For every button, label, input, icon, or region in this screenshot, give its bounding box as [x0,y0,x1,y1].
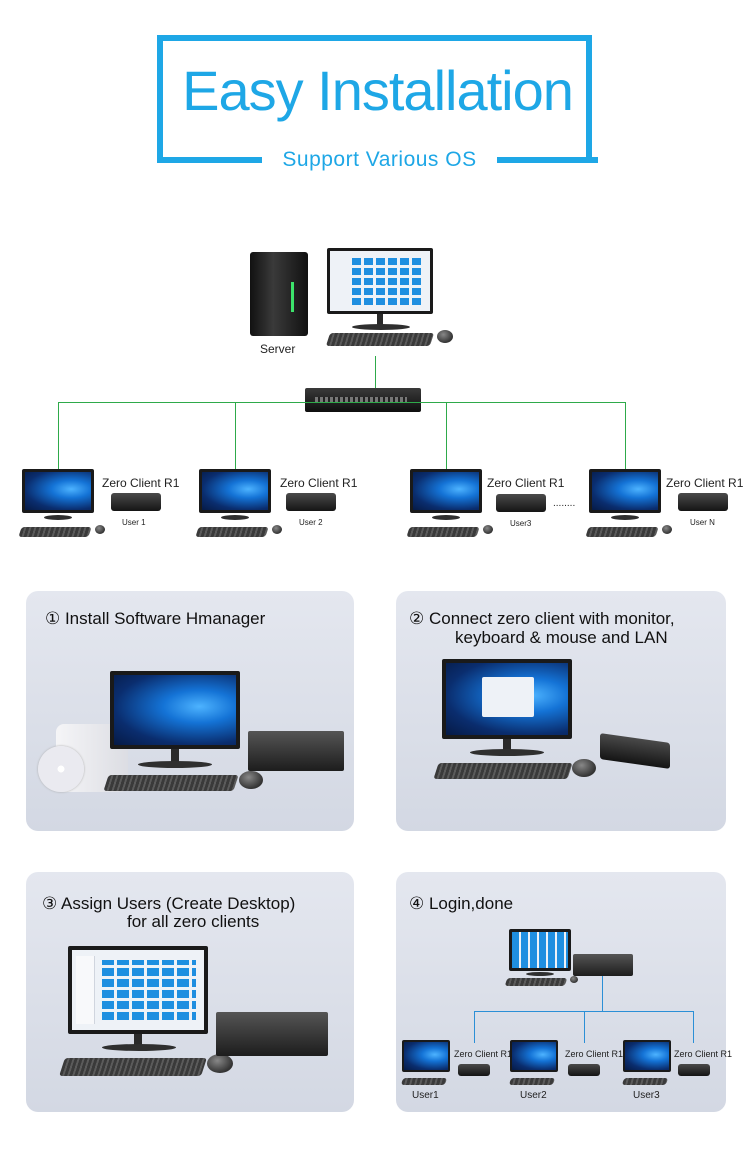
keyboard-icon [504,978,568,986]
zero-client-label: Zero Client R1 [674,1049,733,1059]
keyboard-icon [406,527,480,537]
mouse-icon [239,771,263,789]
keyboard-icon [400,1078,448,1085]
zero-client-device-icon [678,1064,710,1076]
client-monitor-icon [22,469,94,513]
title-frame-bottom-left [157,157,262,163]
disc-icon [38,746,84,792]
zero-client-label: Zero Client R1 [454,1049,513,1059]
zero-client-device-icon [496,494,546,512]
title-frame [157,35,592,157]
zero-client-label: Zero Client R1 [666,476,744,490]
mouse-icon [272,525,282,534]
client-monitor-icon [402,1040,450,1072]
network-bus-line [58,402,625,403]
server-tower-icon [250,252,308,336]
step-1-title: ① Install Software Hmanager [45,609,266,628]
keyboard-icon [103,775,239,791]
zero-client-device-icon [111,493,161,511]
keyboard-icon [433,763,573,779]
step-2-title-line2: keyboard & mouse and LAN [455,628,668,647]
ellipsis: ........ [553,498,576,509]
zero-client-label: Zero Client R1 [565,1049,624,1059]
admin-monitor-icon [509,929,571,971]
page-title: Easy Installation [182,59,574,122]
step-1-panel: ① Install Software Hmanager [26,591,354,831]
mouse-icon [572,759,596,777]
admin-monitor-icon [327,248,433,314]
mouse-icon [95,525,105,534]
step-4-panel: ④ Login,done Zero Client R1 User1 Zero C… [396,872,732,1112]
zero-client-device-icon [458,1064,490,1076]
title-frame-bottom-right [497,157,598,163]
step-2-panel: ② Connect zero client with monitor, keyb… [396,591,726,831]
user-label: User3 [633,1090,660,1101]
rack-server-icon [216,1012,328,1056]
monitor-icon [442,659,572,739]
client-monitor-icon [589,469,661,513]
user-label: User3 [510,519,532,528]
user-label: User2 [520,1090,547,1101]
zero-client-device-icon [600,733,670,769]
client-monitor-icon [410,469,482,513]
monitor-icon [68,946,208,1034]
user-label: User 1 [122,518,146,527]
zero-client-device-icon [678,493,728,511]
keyboard-icon [195,527,269,537]
mouse-icon [662,525,672,534]
step-3-title-line1: ③ Assign Users (Create Desktop) [42,894,296,913]
keyboard-icon [508,1078,556,1085]
mouse-icon [483,525,493,534]
keyboard-icon [18,527,92,537]
zero-client-label: Zero Client R1 [102,476,180,490]
user-label: User1 [412,1090,439,1101]
mouse-icon [437,330,453,343]
server-label: Server [260,342,296,356]
zero-client-label: Zero Client R1 [487,476,565,490]
step-2-title-line1: ② Connect zero client with monitor, [409,609,675,628]
zero-client-device-icon [568,1064,600,1076]
monitor-icon [110,671,240,749]
user-label: User 2 [299,518,323,527]
zero-client-label: Zero Client R1 [280,476,358,490]
user-label: User N [690,518,715,527]
keyboard-icon [325,333,435,346]
keyboard-icon [621,1078,669,1085]
rack-server-icon [248,731,344,771]
step-3-title-line2: for all zero clients [127,912,260,931]
network-switch-icon [305,388,421,412]
client-monitor-icon [510,1040,558,1072]
keyboard-icon [585,527,659,537]
zero-client-device-icon [286,493,336,511]
mouse-icon [207,1054,233,1073]
uplink-line [375,356,376,388]
uplink-line [602,976,603,1012]
step-3-panel: ③ Assign Users (Create Desktop) for all … [26,872,354,1112]
client-monitor-icon [623,1040,671,1072]
page-subtitle: Support Various OS [282,148,477,171]
rack-server-icon [573,954,633,976]
client-monitor-icon [199,469,271,513]
step-4-title: ④ Login,done [409,894,514,913]
keyboard-icon [59,1058,207,1076]
mouse-icon [570,976,578,983]
